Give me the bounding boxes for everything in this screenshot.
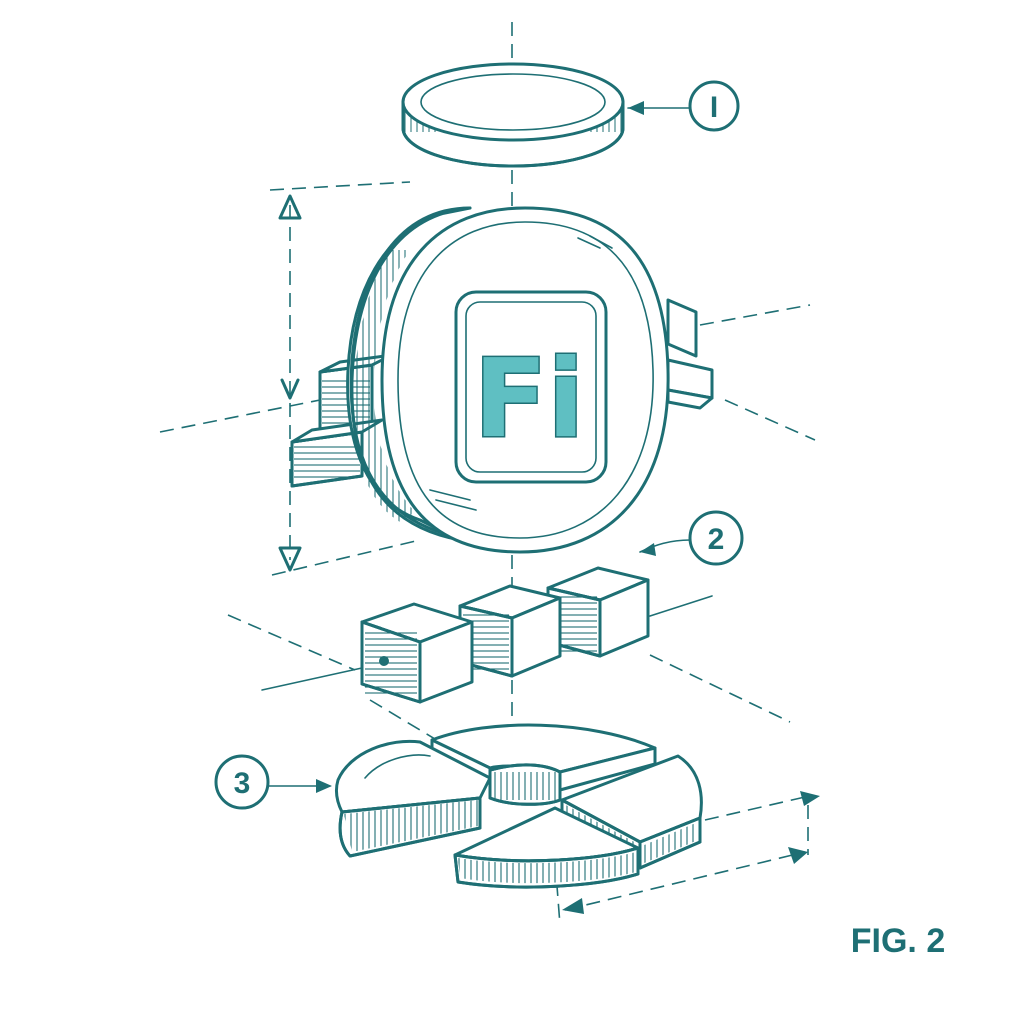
cube-guide-left — [227, 614, 356, 671]
cube-2 — [458, 584, 562, 678]
height-guide-top — [269, 181, 411, 191]
cube-3 — [546, 566, 650, 658]
callout-3-circle — [214, 754, 270, 810]
part-1-lid — [401, 62, 625, 168]
callout-1: I — [627, 80, 740, 132]
height-dimension — [278, 194, 302, 572]
cube-axis-left — [261, 663, 381, 691]
callout-3: 3 — [214, 754, 332, 810]
part-main-body: Fi — [346, 206, 670, 554]
callout-2-circle — [688, 510, 744, 566]
segment-front — [453, 806, 640, 889]
right-guide-lower — [724, 399, 816, 441]
callout-3-label: 3 — [234, 767, 251, 800]
segment-left — [334, 739, 492, 858]
disk-dim-guide — [704, 796, 806, 821]
logo-frame-outer — [454, 290, 608, 484]
height-guide-bottom — [271, 539, 421, 576]
disk-guide-left — [369, 699, 446, 746]
callout-2-label: 2 — [708, 523, 725, 556]
right-guide-upper — [699, 304, 811, 326]
cube-1 — [360, 602, 474, 704]
right-connectors — [666, 298, 714, 410]
callout-1-label: I — [710, 91, 718, 124]
part-2-cubes — [261, 566, 713, 704]
logo-fi-text: Fi — [474, 337, 585, 462]
callout-2: 2 — [639, 510, 744, 566]
figure-label: FIG. 2 — [851, 922, 945, 960]
part-3-base-segments — [334, 723, 703, 889]
cube-axis-right — [649, 595, 713, 617]
left-guide — [159, 399, 321, 433]
logo-frame-inner — [465, 301, 597, 473]
width-dimension — [562, 791, 820, 914]
callout-1-circle — [688, 80, 740, 132]
cube-guide-right — [649, 654, 791, 723]
guide-lines — [159, 22, 816, 926]
